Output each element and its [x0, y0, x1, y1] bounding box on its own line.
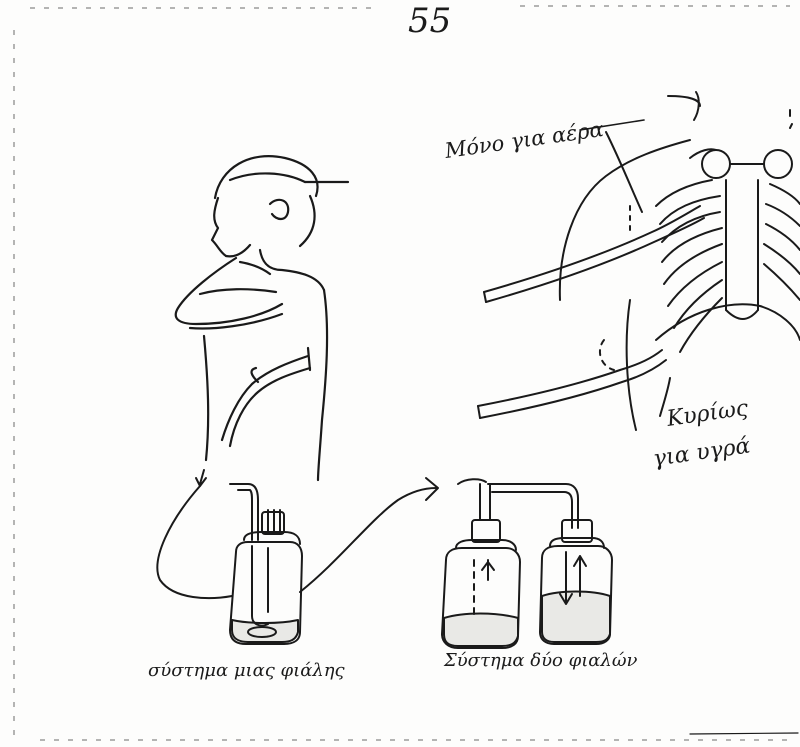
- page-border-marks: [14, 6, 798, 740]
- label-mainly-fluids-line2: για υγρά: [651, 434, 752, 472]
- label-two-bottle-system: Σύστημα δύο φιαλών: [443, 650, 638, 671]
- label-single-bottle-system: σύστημα μιας φιάλης: [148, 660, 346, 681]
- page-number: 55: [408, 1, 451, 41]
- label-mainly-fluids-line1: Κυρίως: [664, 396, 750, 432]
- label-air-only: Μόνο για αέρα: [442, 117, 605, 163]
- patient-figure: [176, 156, 348, 480]
- flow-arrow: [300, 478, 438, 592]
- single-bottle: [230, 510, 302, 644]
- two-bottle-system: [442, 479, 612, 648]
- drainage-tubing-single: [157, 470, 258, 598]
